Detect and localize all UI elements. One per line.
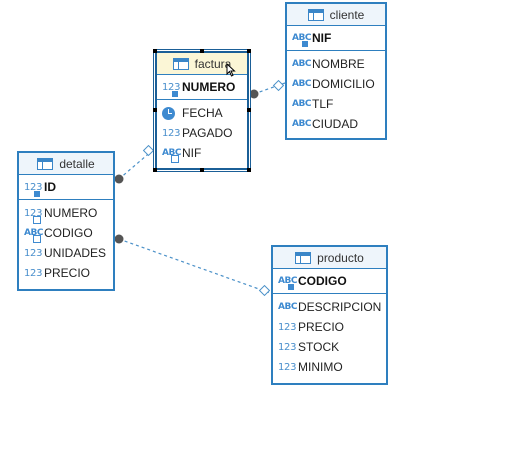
link-detalle-producto-diamond <box>258 284 271 297</box>
column-name: UNIDADES <box>44 246 107 260</box>
resize-handle[interactable] <box>153 108 157 112</box>
column-row[interactable]: 123 PRECIO <box>19 263 113 283</box>
column-row[interactable]: ABC CIUDAD <box>287 114 385 134</box>
table-icon <box>295 251 312 264</box>
column-name: MINIMO <box>298 360 343 374</box>
entity-title: detalle <box>59 156 95 171</box>
entity-header[interactable]: factura <box>157 53 247 75</box>
entity-header[interactable]: producto <box>273 247 386 269</box>
column-name: CODIGO <box>44 226 93 240</box>
entity-title: cliente <box>329 7 365 22</box>
column-name: TLF <box>312 97 334 111</box>
column-row[interactable]: ABC NIF <box>157 143 247 163</box>
column-name: NOMBRE <box>312 57 365 71</box>
column-row[interactable]: 123 NUMERO <box>19 203 113 224</box>
entity-producto[interactable]: producto ABC CODIGO ABC DESCRIPCION 123 … <box>271 245 388 385</box>
text-foreign-key-icon: ABC <box>24 228 43 243</box>
entity-header[interactable]: cliente <box>287 4 385 26</box>
primary-key-row[interactable]: ABC CODIGO <box>273 269 386 294</box>
column-name: FECHA <box>182 106 223 120</box>
link-factura-cliente-diamond <box>272 79 285 92</box>
column-row[interactable]: 123 STOCK <box>273 337 386 357</box>
text-icon: ABC <box>292 79 311 89</box>
column-row[interactable]: 123 UNIDADES <box>19 243 113 263</box>
column-name: CIUDAD <box>312 117 359 131</box>
text-key-icon: ABC <box>278 276 297 291</box>
link-detalle-producto-end <box>114 234 124 244</box>
column-name: PAGADO <box>182 126 233 140</box>
column-name: ID <box>44 180 56 194</box>
column-row[interactable]: 123 PAGADO <box>157 123 247 143</box>
entity-header[interactable]: detalle <box>19 153 113 175</box>
column-row[interactable]: 123 PRECIO <box>273 317 386 337</box>
column-row[interactable]: 123 MINIMO <box>273 357 386 377</box>
column-row[interactable]: FECHA <box>157 103 247 123</box>
resize-handle[interactable] <box>153 49 157 53</box>
number-key-icon: 123 <box>162 81 181 98</box>
resize-handle[interactable] <box>153 168 157 172</box>
primary-key-row[interactable]: ABC NIF <box>287 26 385 51</box>
column-name: NUMERO <box>44 206 98 220</box>
number-foreign-key-icon: 123 <box>24 207 43 224</box>
column-name: DESCRIPCION <box>298 300 382 314</box>
entity-detalle[interactable]: detalle 123 ID 123 NUMERO ABC CODIGO 123… <box>17 151 115 291</box>
link-detalle-factura-diamond <box>142 144 155 157</box>
column-name: NIF <box>182 146 202 160</box>
column-name: PRECIO <box>298 320 345 334</box>
number-icon: 123 <box>278 321 297 333</box>
resize-handle[interactable] <box>247 168 251 172</box>
column-row[interactable]: ABC DOMICILIO <box>287 74 385 94</box>
primary-key-row[interactable]: 123 ID <box>19 175 113 200</box>
text-icon: ABC <box>292 119 311 129</box>
entity-cliente[interactable]: cliente ABC NIF ABC NOMBRE ABC DOMICILIO… <box>285 2 387 140</box>
entity-title: factura <box>194 56 232 71</box>
text-icon: ABC <box>292 59 311 69</box>
text-icon: ABC <box>278 302 297 312</box>
number-icon: 123 <box>24 247 43 259</box>
table-icon <box>172 57 189 70</box>
column-name: NUMERO <box>182 80 236 94</box>
mouse-cursor-icon <box>226 63 236 77</box>
resize-handle[interactable] <box>200 49 204 53</box>
number-icon: 123 <box>278 341 297 353</box>
clock-icon <box>162 106 175 120</box>
entity-factura[interactable]: factura 123 NUMERO FECHA 123 PAGADO ABC … <box>153 49 251 172</box>
column-name: PRECIO <box>44 266 91 280</box>
text-icon: ABC <box>292 99 311 109</box>
link-factura-cliente-end <box>249 89 259 99</box>
number-key-icon: 123 <box>24 181 43 198</box>
table-icon <box>37 157 54 170</box>
column-name: CODIGO <box>298 274 347 288</box>
column-row[interactable]: ABC CODIGO <box>19 223 113 243</box>
link-detalle-producto[interactable] <box>118 238 271 294</box>
column-name: STOCK <box>298 340 340 354</box>
column-name: NIF <box>312 31 332 45</box>
table-icon <box>307 8 324 21</box>
entity-title: producto <box>317 250 364 265</box>
column-row[interactable]: ABC DESCRIPCION <box>273 297 386 317</box>
resize-handle[interactable] <box>247 108 251 112</box>
column-name: DOMICILIO <box>312 77 375 91</box>
link-detalle-factura-end <box>114 174 124 184</box>
resize-handle[interactable] <box>200 168 204 172</box>
column-row[interactable]: ABC NOMBRE <box>287 54 385 74</box>
primary-key-row[interactable]: 123 NUMERO <box>157 75 247 100</box>
text-foreign-key-icon: ABC <box>162 148 181 163</box>
number-icon: 123 <box>24 267 43 279</box>
resize-handle[interactable] <box>247 49 251 53</box>
column-row[interactable]: ABC TLF <box>287 94 385 114</box>
number-icon: 123 <box>278 361 297 373</box>
number-icon: 123 <box>162 127 181 139</box>
text-key-icon: ABC <box>292 33 311 48</box>
